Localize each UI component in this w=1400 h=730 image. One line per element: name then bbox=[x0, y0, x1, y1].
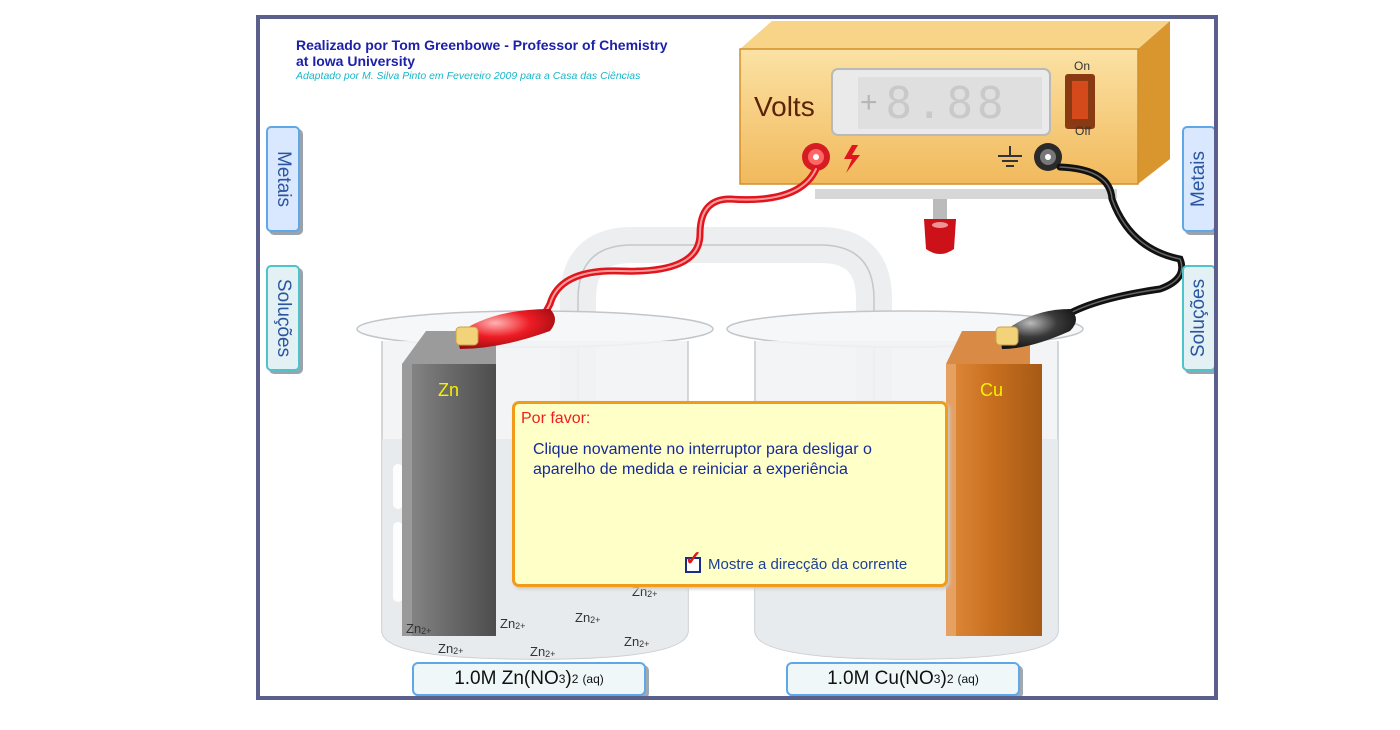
voltmeter bbox=[739, 21, 1170, 254]
dialog-title: Por favor: bbox=[521, 410, 591, 427]
red-wire bbox=[538, 165, 820, 323]
zinc-electrode bbox=[402, 331, 496, 636]
black-wire bbox=[1056, 163, 1186, 323]
dialog-message: Clique novamente no interruptor para des… bbox=[533, 441, 872, 478]
zinc-label: Zn bbox=[438, 380, 460, 400]
zn-ion: Zn2+ bbox=[438, 641, 464, 656]
zn-ion: Zn2+ bbox=[632, 584, 658, 599]
tab-metais-right-label: Metais bbox=[1188, 151, 1209, 207]
instruction-dialog: Por favor: Clique novamente no interrupt… bbox=[512, 401, 948, 587]
volts-label: Volts bbox=[754, 91, 815, 122]
copper-label: Cu bbox=[980, 380, 1004, 400]
display-sign: + bbox=[860, 86, 878, 119]
credit-line-2: at Iowa University bbox=[296, 53, 416, 69]
tab-solucoes-right[interactable]: Soluções bbox=[1182, 265, 1214, 371]
power-switch[interactable] bbox=[1068, 77, 1094, 125]
simulation-frame: Realizado por Tom Greenbowe - Professor … bbox=[256, 15, 1218, 700]
zn-ion: Zn2+ bbox=[624, 634, 650, 649]
tab-metais-right[interactable]: Metais bbox=[1182, 126, 1214, 232]
copper-electrode bbox=[946, 331, 1042, 636]
lightning-icon bbox=[844, 145, 860, 173]
display-value: 8.88 bbox=[885, 77, 1008, 129]
ground-icon bbox=[998, 146, 1022, 167]
show-current-toggle[interactable]: ✓ Mostre a direcção da corrente bbox=[685, 549, 908, 573]
credit-line-1: Realizado por Tom Greenbowe - Professor … bbox=[296, 37, 668, 53]
show-current-checkbox[interactable]: ✓ bbox=[685, 549, 702, 573]
tab-metais-left[interactable]: Metais bbox=[266, 126, 300, 232]
zn-ion: Zn2+ bbox=[406, 621, 432, 636]
switch-on-label: On bbox=[1074, 59, 1091, 73]
zn-ion: Zn2+ bbox=[575, 610, 601, 625]
tab-solucoes-right-label: Soluções bbox=[1188, 278, 1209, 358]
switch-off-label: Off bbox=[1075, 124, 1091, 138]
zn-ion: Zn2+ bbox=[530, 644, 556, 659]
black-alligator-clip bbox=[995, 309, 1076, 349]
show-current-label[interactable]: Mostre a direcção da corrente bbox=[708, 556, 908, 573]
positive-terminal[interactable] bbox=[802, 143, 830, 171]
voltmeter-display: + 8.88 bbox=[860, 78, 1040, 129]
tab-solucoes-left-label: Soluções bbox=[273, 278, 294, 358]
red-alligator-clip bbox=[455, 309, 555, 349]
tab-metais-left-label: Metais bbox=[273, 151, 294, 207]
negative-terminal[interactable] bbox=[1034, 143, 1062, 171]
credit-line-adapted: Adaptado por M. Silva Pinto em Fevereiro… bbox=[296, 70, 641, 82]
tab-solucoes-left[interactable]: Soluções bbox=[266, 265, 300, 371]
zn-ion: Zn2+ bbox=[500, 616, 526, 631]
checkmark-icon: ✓ bbox=[685, 547, 702, 570]
